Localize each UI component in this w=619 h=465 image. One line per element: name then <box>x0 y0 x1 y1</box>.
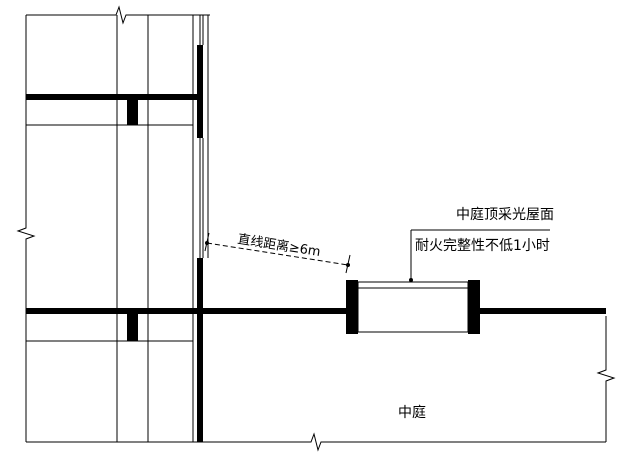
atrium-label: 中庭 <box>398 404 426 421</box>
break-symbols <box>16 5 616 452</box>
upper-floor-beam <box>127 97 138 125</box>
break-symbol-left <box>16 222 36 246</box>
distance-tick-end <box>345 254 351 274</box>
break-symbol-right <box>596 364 616 388</box>
building-columns <box>116 15 209 442</box>
skylight-right-support <box>468 280 480 334</box>
break-symbol-bottom <box>304 432 328 452</box>
skylight-leader: 中庭顶采光屋面 耐火完整性不低1小时 <box>409 206 554 282</box>
distance-dimension: 直线距离≥6m <box>204 231 351 274</box>
skylight-rating-text: 耐火完整性不低1小时 <box>415 238 550 254</box>
distance-label: 直线距离≥6m <box>236 231 321 260</box>
break-mask-top <box>112 8 126 22</box>
skylight-frame <box>357 281 469 333</box>
lower-floor <box>26 258 606 442</box>
upper-floor <box>26 45 203 138</box>
lower-floor-beam <box>127 311 138 341</box>
drawing-border <box>25 14 607 443</box>
break-symbol-top <box>108 5 134 25</box>
atrium-skylight <box>346 280 480 334</box>
skylight-left-support <box>346 280 358 334</box>
skylight-title-text: 中庭顶采光屋面 <box>456 206 554 223</box>
distance-tick-start <box>204 232 210 252</box>
